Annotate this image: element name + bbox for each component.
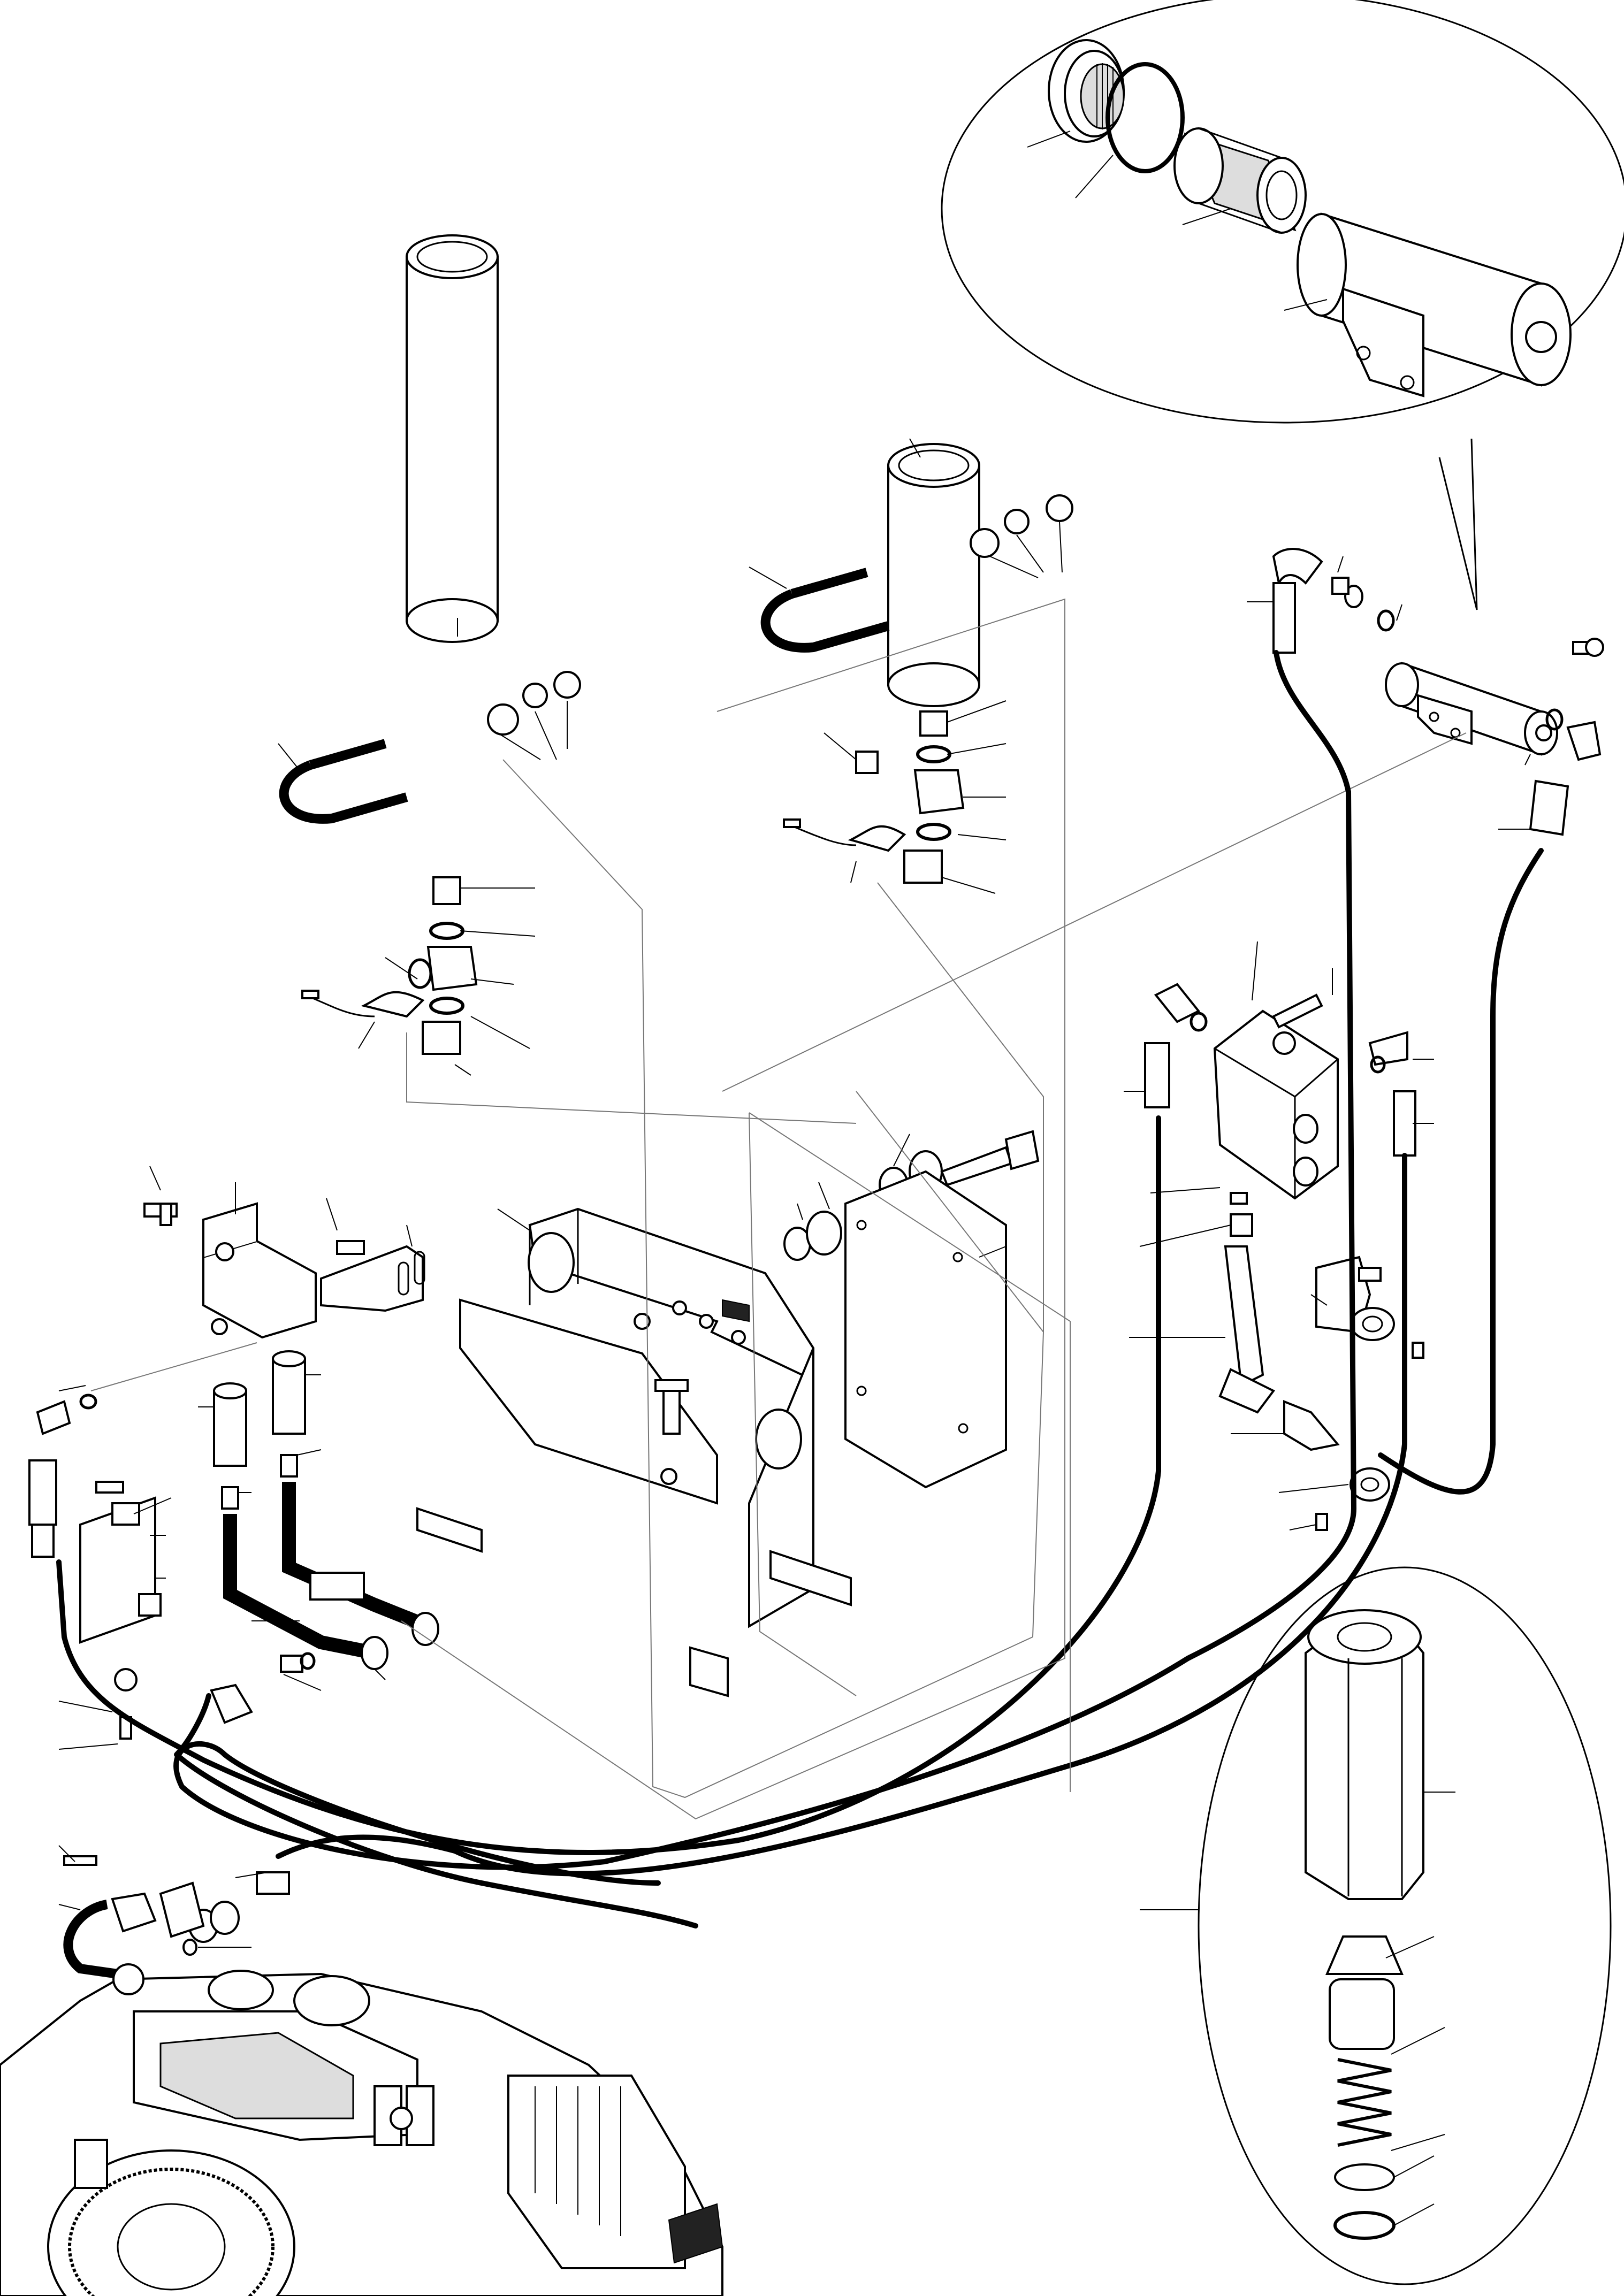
mounting-plate xyxy=(844,1170,1007,1489)
filter-housing xyxy=(1297,212,1572,397)
check-valve-seat xyxy=(1329,1978,1395,2050)
return-hose-4 xyxy=(1378,848,1544,1495)
left-u-bolt xyxy=(279,739,408,824)
valve-drop-pipe xyxy=(1129,1245,1340,1451)
check-valve-snap-ring xyxy=(1333,2211,1396,2240)
return-hose-1 xyxy=(173,650,1356,1886)
left-pipe-assembly xyxy=(278,234,581,1076)
return-hoses xyxy=(56,650,1544,1928)
engine-block xyxy=(0,1963,723,2296)
center-pipe-assembly xyxy=(749,438,1073,894)
return-filter-housing xyxy=(722,548,1604,1157)
filter-o-ring xyxy=(1105,62,1185,173)
assembly-reference-lines xyxy=(90,598,1071,1820)
center-u-bolt xyxy=(760,568,890,653)
mounting-plate-hardware xyxy=(783,1130,1040,1489)
bottom-left-fittings xyxy=(58,1683,290,1979)
check-valve-spring xyxy=(1337,2058,1392,2147)
check-valve-detail xyxy=(1140,1566,1612,2285)
mounting-bracket xyxy=(416,1207,852,1697)
left-manifold-blocks xyxy=(28,1166,439,1750)
check-valve-body xyxy=(1305,1609,1424,1900)
check-valve-poppet xyxy=(1325,1935,1404,1975)
filter-mesh-element xyxy=(1173,127,1307,234)
return-hose-3 xyxy=(276,1153,1407,1877)
check-valve-washer xyxy=(1334,2163,1395,2191)
center-tube xyxy=(887,443,980,707)
return-hose-2 xyxy=(56,1115,1161,1855)
left-tube xyxy=(406,234,499,643)
filter-cartridge-detail xyxy=(941,0,1624,610)
valve-block xyxy=(1139,941,1339,1247)
